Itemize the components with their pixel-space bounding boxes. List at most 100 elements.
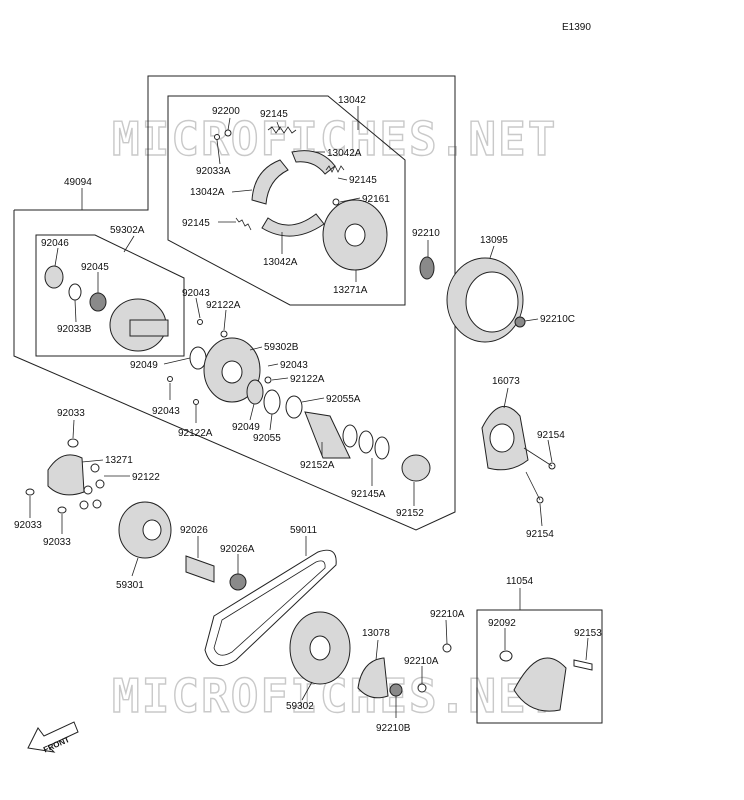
part-label: 92055 (253, 433, 281, 444)
part-label: 13078 (362, 628, 390, 639)
seal-92210 (419, 256, 435, 280)
part-label: 92152A (300, 460, 335, 471)
part-shapes (25, 126, 593, 753)
part-label: 11054 (506, 576, 534, 587)
part-label: 92210C (540, 314, 575, 325)
ring-92033B (68, 283, 82, 301)
part-label: 92049 (232, 422, 260, 433)
drive-belt-59011 (204, 549, 337, 667)
part-label: 92033 (14, 520, 42, 531)
part-label: 92033B (57, 324, 92, 335)
bushing-92092 (499, 650, 513, 662)
collar-92152 (401, 454, 431, 482)
part-label: 92210A (404, 656, 439, 667)
cover-hole (489, 423, 515, 453)
bearing-92045 (89, 292, 107, 312)
part-label: 92043 (280, 360, 308, 371)
sheave-hub (129, 319, 169, 337)
collar-92026A (229, 573, 247, 591)
part-label: 13042A (327, 148, 362, 159)
washer-92033-a (67, 438, 79, 448)
part-labels: 13042 92200 92145 13042A 92033A 13042A 9… (14, 95, 602, 734)
part-label: 92122 (132, 472, 160, 483)
part-label: 13271A (333, 285, 368, 296)
part-label: 92045 (81, 262, 109, 273)
pin-92033A (214, 134, 220, 140)
part-label: 92055A (326, 394, 361, 405)
washer-92033-c (57, 506, 67, 514)
plate-13078 (357, 657, 389, 699)
part-label: 49094 (64, 177, 92, 188)
washer-92033-b (25, 488, 35, 496)
washer-92200 (224, 129, 232, 137)
roller-92122-2 (95, 479, 105, 489)
part-label: 92145 (260, 109, 288, 120)
bracket-11054 (513, 657, 567, 712)
part-label: 13271 (105, 455, 133, 466)
part-label: 92122A (290, 374, 325, 385)
spring-92145A-1 (342, 424, 358, 448)
spring-3 (235, 217, 252, 231)
spring-1 (267, 126, 297, 134)
part-label: 59301 (116, 580, 144, 591)
clutch-plate-hub (344, 223, 366, 247)
part-label: 92026 (180, 525, 208, 536)
part-label: 92122A (178, 428, 213, 439)
part-label: 92049 (130, 360, 158, 371)
roller-92122-5 (92, 499, 102, 509)
part-label: 59302 (286, 701, 314, 712)
part-label: 92154 (526, 529, 554, 540)
seal-92049-a (189, 346, 207, 370)
roller-92122-1 (90, 463, 100, 473)
part-label: 92152 (396, 508, 424, 519)
part-label: 13095 (480, 235, 508, 246)
ring-92055 (263, 389, 281, 415)
seal-92049-b (246, 379, 264, 405)
part-label: 13042A (263, 257, 298, 268)
pin-92043-a (197, 319, 203, 325)
ramp-plate-13271 (47, 454, 85, 496)
spring-2 (325, 165, 345, 173)
fan-pulley-hub (309, 635, 331, 661)
part-label: 92161 (362, 194, 390, 205)
movable-pulley-hub (142, 519, 162, 541)
clutch-shoe-top (291, 150, 336, 175)
watermark-top: MICROFICHES.NET (112, 112, 557, 166)
bearing-92046 (44, 265, 64, 289)
spring-92145A-2 (358, 430, 374, 454)
nut-92161 (332, 198, 340, 206)
spring-92145A-3 (374, 436, 390, 460)
part-label: 13042A (190, 187, 225, 198)
part-label: 92210B (376, 723, 411, 734)
pin-92043-b (167, 376, 173, 382)
roller-92122-3 (83, 485, 93, 495)
leader-lines (29, 106, 589, 718)
part-label: 92145 (349, 175, 377, 186)
bolt-92153 (573, 659, 593, 671)
part-label: 92154 (537, 430, 565, 441)
clutch-shoe-bottom (261, 213, 325, 237)
part-label: 92046 (41, 238, 69, 249)
nut-92210C (514, 316, 526, 328)
movable-sheave-hub (221, 360, 243, 384)
part-label: 92145A (351, 489, 386, 500)
part-label: 59302B (264, 342, 299, 353)
part-label: 92033A (196, 166, 231, 177)
part-label: 92122A (206, 300, 241, 311)
part-label: 92026A (220, 544, 255, 555)
part-label: 59011 (290, 525, 318, 536)
collar-92026 (185, 555, 215, 583)
oring-92122A-a (220, 330, 228, 338)
part-label: 92092 (488, 618, 516, 629)
clutch-shoe-left (251, 159, 289, 205)
part-label: 92210A (430, 609, 465, 620)
oring-92122A-b (193, 399, 199, 405)
part-label: 92200 (212, 106, 240, 117)
washer-92210A-a (442, 643, 452, 653)
part-label: 92153 (574, 628, 602, 639)
ring-92055A (285, 395, 303, 419)
clutch-housing-face (465, 271, 519, 333)
roller-92122-4 (79, 500, 89, 510)
figure-code: E1390 (562, 22, 591, 33)
